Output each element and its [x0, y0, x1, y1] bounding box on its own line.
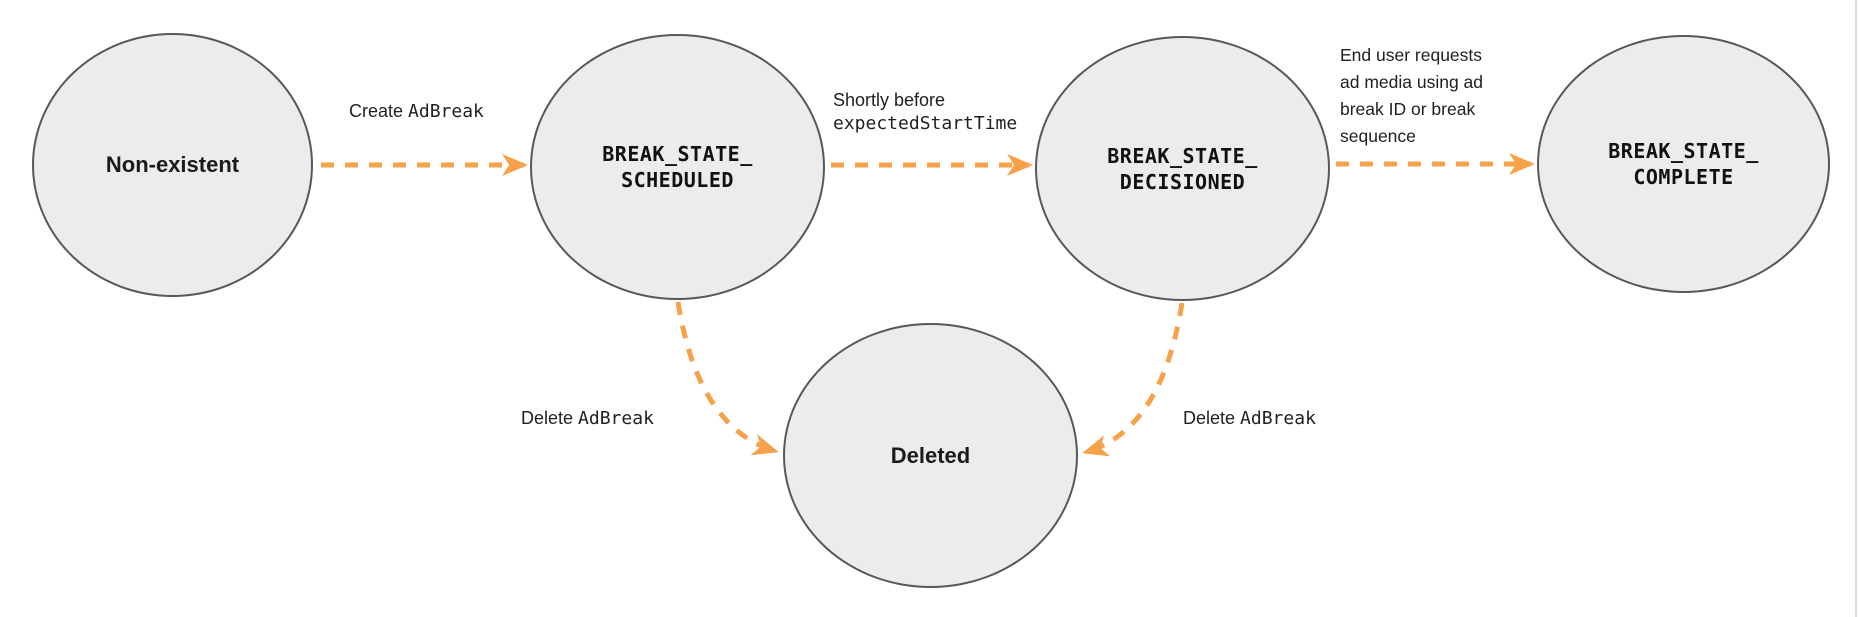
state-label: BREAK_STATE_ COMPLETE — [1608, 139, 1759, 189]
state-node-break-state-complete: BREAK_STATE_ COMPLETE — [1537, 35, 1830, 293]
edge-label-delete-adbreak-right: Delete AdBreak — [1183, 408, 1316, 429]
page-edge-divider — [1855, 0, 1857, 617]
edge-label-create-adbreak: Create AdBreak — [349, 101, 484, 122]
state-node-non-existent: Non-existent — [32, 33, 313, 297]
state-node-break-state-scheduled: BREAK_STATE_ SCHEDULED — [530, 34, 825, 300]
state-label: BREAK_STATE_ DECISIONED — [1107, 143, 1258, 194]
state-label: Deleted — [890, 442, 971, 468]
edge-delete-from-decisioned-arrow — [1082, 302, 1185, 457]
edge-label-end-user-request: End user requests ad media using ad brea… — [1340, 45, 1484, 146]
state-node-deleted: Deleted — [783, 323, 1078, 588]
state-label: Non-existent — [105, 152, 240, 177]
edge-delete-from-scheduled-arrow — [675, 301, 779, 456]
edge-label-delete-adbreak-left: Delete AdBreak — [521, 408, 654, 429]
state-label: BREAK_STATE_ SCHEDULED — [602, 142, 753, 192]
state-node-break-state-decisioned: BREAK_STATE_ DECISIONED — [1035, 36, 1330, 301]
edge-label-shortly-before: Shortly before expectedStartTime — [833, 90, 1018, 134]
